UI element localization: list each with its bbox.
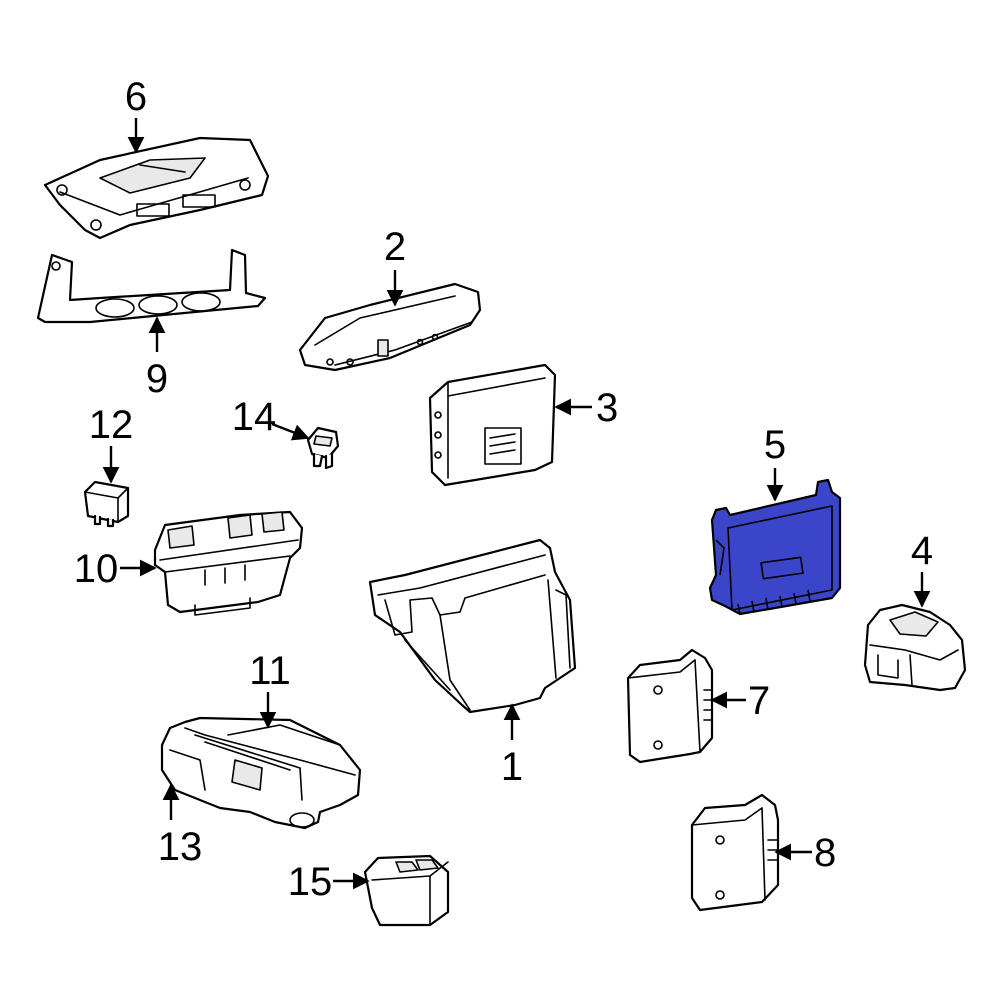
part-7-module[interactable] [626,648,714,764]
callout-10: 10 [74,547,119,591]
part-12-relay[interactable] [83,480,130,528]
part-1-housing[interactable] [368,538,577,714]
callout-2: 2 [384,225,406,269]
callout-11: 11 [249,649,291,693]
callout-13: 13 [158,825,203,869]
part-11-13-housing[interactable] [160,716,362,830]
part-3-ecu[interactable] [428,363,557,487]
callout-12: 12 [89,403,134,447]
callout-4: 4 [911,529,933,573]
callout-9: 9 [146,357,168,401]
part-8-module[interactable] [690,793,780,912]
part-9-bracket[interactable] [36,248,267,324]
callout-1: 1 [501,745,523,789]
leader-lines [102,118,931,890]
part-2-module[interactable] [298,282,482,372]
callout-14: 14 [232,395,277,439]
callout-3: 3 [596,386,618,430]
part-4-holder[interactable] [863,603,967,692]
part-15-relay[interactable] [363,854,450,927]
part-6-module[interactable] [43,136,270,240]
callout-5: 5 [764,423,786,467]
callout-8: 8 [814,831,836,875]
callout-labels: 6 9 2 3 14 12 10 5 4 7 1 11 13 8 15 [74,75,933,904]
callout-15: 15 [288,860,333,904]
callout-7: 7 [748,679,770,723]
part-10-fuse-box[interactable] [153,510,304,616]
callout-6: 6 [125,75,147,119]
part-14-switch[interactable] [306,426,340,470]
part-5-control-unit[interactable] [708,478,842,616]
leader-14 [271,422,310,441]
